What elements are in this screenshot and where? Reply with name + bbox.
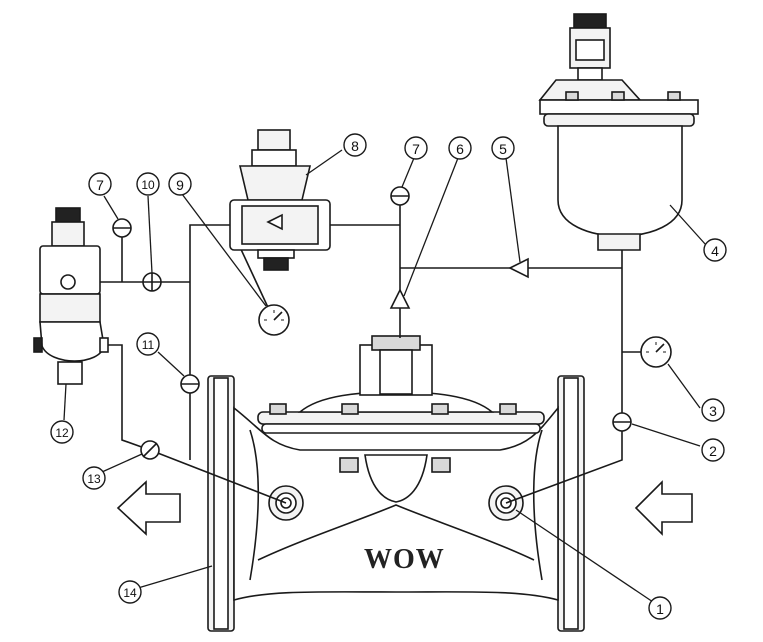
callout-leaders	[63, 149, 707, 605]
left-pilot-valve	[33, 207, 109, 385]
ball-valve-7b	[390, 186, 410, 206]
svg-text:13: 13	[87, 472, 101, 486]
ball-valve-10	[142, 272, 162, 292]
cover-flange-bottom	[261, 423, 541, 434]
body-bottom-curve	[257, 504, 535, 561]
callout-2: 2	[701, 438, 725, 462]
callout-7-left: 7	[88, 172, 112, 196]
body-shell	[233, 405, 559, 602]
callout-bubbles: 1 2 3 4 5 6 7 8 9 10 7 11 12 13 14	[50, 133, 727, 620]
callout-12: 12	[50, 420, 74, 444]
pressure-gauge-9	[258, 304, 290, 336]
left-flange-face	[213, 377, 229, 630]
svg-text:9: 9	[176, 177, 184, 193]
flow-arrow-left	[116, 480, 181, 536]
main-valve-body	[207, 335, 585, 632]
ball-valve-11	[180, 374, 200, 394]
svg-text:8: 8	[351, 138, 359, 154]
svg-text:11: 11	[142, 338, 155, 352]
svg-text:7: 7	[412, 141, 420, 157]
bonnet-inner	[379, 349, 413, 395]
needle-valve-5	[508, 257, 529, 279]
body-center-drop	[364, 454, 428, 503]
callout-10: 10	[136, 172, 160, 196]
air-release-valve	[538, 13, 699, 251]
body-inner-curve-left	[249, 429, 260, 581]
ball-valve-2	[612, 412, 632, 432]
ball-valve-13	[140, 440, 160, 460]
bonnet-cap	[371, 335, 421, 351]
callout-11: 11	[136, 332, 160, 356]
svg-text:2: 2	[709, 443, 717, 459]
callout-13: 13	[82, 466, 106, 490]
cover-bolts	[269, 403, 517, 473]
callout-4: 4	[703, 238, 727, 262]
callout-5: 5	[491, 136, 515, 160]
callout-6: 6	[448, 136, 472, 160]
svg-text:6: 6	[456, 141, 464, 157]
svg-text:14: 14	[123, 586, 137, 600]
ball-valve-7a	[112, 218, 132, 238]
svg-text:4: 4	[711, 243, 719, 259]
svg-text:3: 3	[709, 403, 717, 419]
callout-9: 9	[168, 172, 192, 196]
needle-valve-6	[389, 288, 411, 309]
pressure-gauge-3	[640, 336, 672, 368]
callout-8: 8	[343, 133, 367, 157]
callout-3: 3	[701, 398, 725, 422]
right-flange-face	[563, 377, 579, 630]
body-inner-curve-right	[532, 429, 543, 581]
pilot-valve	[229, 129, 331, 271]
callout-7-right: 7	[404, 136, 428, 160]
svg-text:5: 5	[499, 141, 507, 157]
callout-1: 1	[648, 596, 672, 620]
svg-text:12: 12	[55, 426, 69, 440]
svg-text:1: 1	[656, 601, 664, 617]
svg-text:10: 10	[141, 178, 155, 192]
brand-logo: WOW	[364, 544, 445, 575]
flow-arrow-right	[634, 480, 693, 536]
callout-14: 14	[118, 580, 142, 604]
svg-text:7: 7	[96, 177, 104, 193]
